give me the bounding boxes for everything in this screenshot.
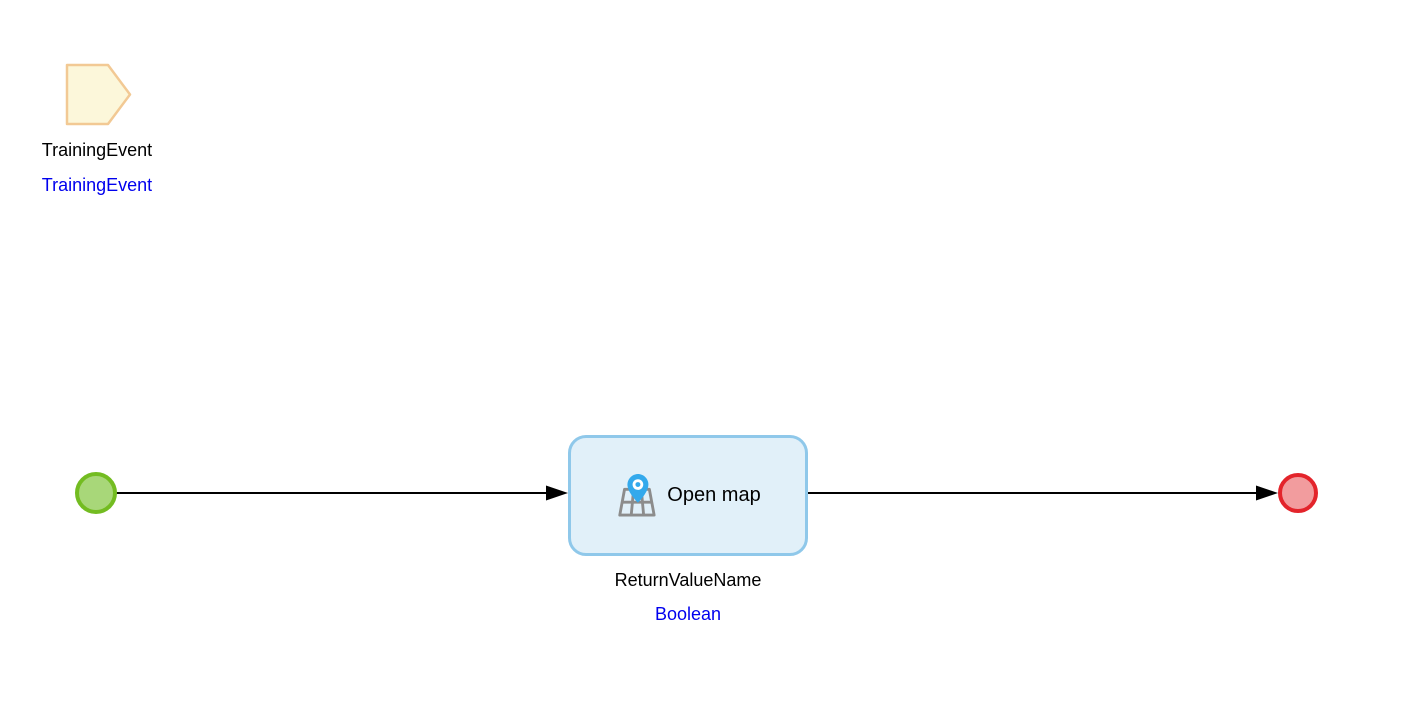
arrowhead-into-activity: [546, 485, 568, 501]
parameter-shape[interactable]: [63, 61, 133, 129]
activity-open-map[interactable]: Open map: [568, 435, 808, 556]
activity-label: Open map: [667, 484, 761, 506]
parameter-type-label: TrainingEvent: [41, 175, 153, 195]
end-event[interactable]: [1278, 473, 1318, 513]
parameter-pentagon[interactable]: [65, 63, 132, 126]
return-value-type-label: Boolean: [654, 604, 722, 624]
map-marker-icon: [618, 473, 656, 517]
arrowhead-into-end-event: [1256, 485, 1278, 501]
start-event[interactable]: [75, 472, 117, 514]
parameter-name-label: TrainingEvent: [41, 140, 153, 160]
return-value-name-label: ReturnValueName: [614, 570, 762, 590]
